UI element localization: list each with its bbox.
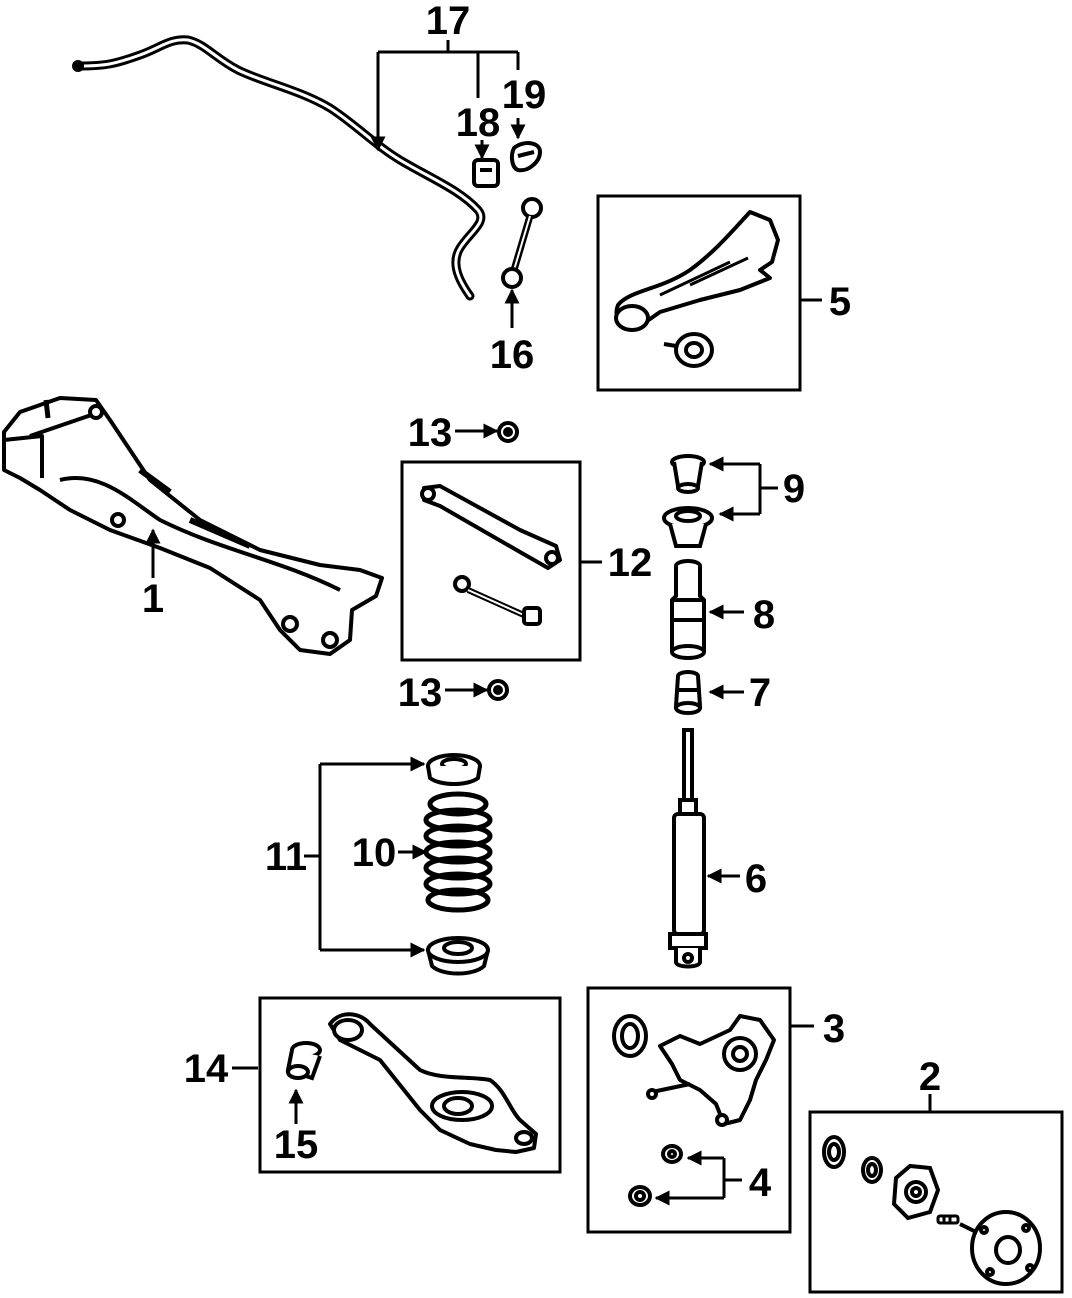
callout-18: 18 [456, 101, 501, 145]
wheel-stud [936, 1214, 960, 1225]
callout-17-bracket [370, 40, 520, 152]
knuckle-bushing-upper [661, 1144, 683, 1164]
callout-16: 16 [490, 333, 535, 377]
callout-15: 15 [274, 1123, 319, 1167]
box-5 [596, 194, 802, 392]
stabilizer-bar [75, 35, 486, 301]
wheel-hub [959, 1210, 1042, 1286]
shock-absorber [668, 728, 708, 969]
callout-11: 11 [265, 835, 307, 879]
callout-9: 9 [783, 467, 805, 511]
lower-arm-bushing [285, 1041, 322, 1081]
toe-link [453, 575, 542, 626]
upper-mount-bracket [662, 506, 714, 548]
dust-boot [670, 559, 706, 660]
callout-11-bracket [304, 756, 426, 958]
box-2 [808, 1110, 1064, 1294]
hub-seal [822, 1135, 846, 1169]
callout-6: 6 [745, 857, 767, 901]
callout-13-top: 13 [408, 411, 453, 455]
callout-7: 7 [749, 671, 771, 715]
callout-3: 3 [823, 1007, 845, 1051]
callout-19: 19 [502, 73, 547, 117]
box-3 [586, 986, 792, 1234]
callout-8: 8 [753, 593, 775, 637]
callout-10: 10 [352, 831, 397, 875]
stabilizer-bracket [509, 141, 543, 173]
bump-stop [673, 670, 703, 715]
nut-top [497, 421, 519, 443]
lower-spring-seat [426, 936, 490, 976]
stabilizer-link [501, 197, 543, 289]
rear-knuckle [646, 1014, 776, 1127]
coil-spring [423, 791, 493, 913]
callout-13-bottom: 13 [398, 671, 443, 715]
knuckle-seal [612, 1014, 648, 1058]
callout-2: 2 [919, 1055, 941, 1099]
knuckle-bushing-lower [628, 1185, 652, 1207]
callout-4-bracket [654, 1150, 742, 1206]
trailing-arm-bushing [663, 332, 714, 368]
callout-5: 5 [829, 280, 851, 324]
trailing-arm [614, 210, 780, 332]
callout-4: 4 [749, 1161, 772, 1205]
upper-spring-seat [426, 753, 482, 786]
box-14 [258, 996, 562, 1174]
callout-12: 12 [608, 541, 653, 585]
lateral-link [420, 484, 562, 570]
callout-1: 1 [142, 577, 164, 621]
upper-mount-insulator [670, 454, 706, 494]
stabilizer-bar-end [72, 60, 84, 72]
nut-bottom [487, 679, 509, 701]
crossmember-subframe [2, 396, 384, 656]
stabilizer-bushing [472, 158, 500, 188]
callout-17: 17 [426, 0, 471, 43]
lower-control-arm [328, 1012, 538, 1154]
callout-14: 14 [184, 1047, 229, 1091]
callout-9-bracket [708, 456, 778, 522]
snap-ring [861, 1156, 883, 1184]
hub-bearing [891, 1163, 941, 1221]
